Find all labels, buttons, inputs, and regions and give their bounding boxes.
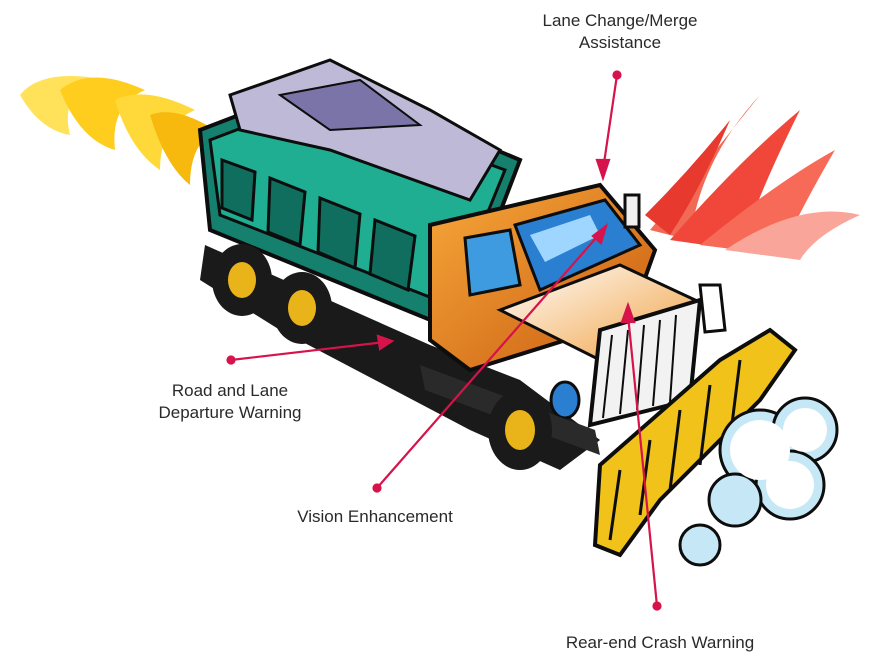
leader-dot-rear-end [654,603,661,610]
leader-dot-road-departure [228,357,235,364]
label-vision-line1: Vision Enhancement [255,506,495,528]
leader-lane-change [603,75,617,170]
label-road-lane-departure-warning: Road and Lane Departure Warning [120,380,340,424]
label-lane-change-line1: Lane Change/Merge [500,10,740,32]
label-road-departure-line2: Departure Warning [120,402,340,424]
label-road-departure-line1: Road and Lane [120,380,340,402]
front-sensor-waves [645,95,860,260]
label-vision-enhancement: Vision Enhancement [255,506,495,528]
rear-sensor-waves [20,76,215,185]
label-lane-change-merge-assistance: Lane Change/Merge Assistance [500,10,740,54]
label-rear-end-crash-warning: Rear-end Crash Warning [530,632,790,654]
leader-dot-vision [374,485,381,492]
label-rear-end-line1: Rear-end Crash Warning [530,632,790,654]
leader-dot-lane-change [614,72,621,79]
front-wheel [488,390,552,470]
label-lane-change-line2: Assistance [500,32,740,54]
